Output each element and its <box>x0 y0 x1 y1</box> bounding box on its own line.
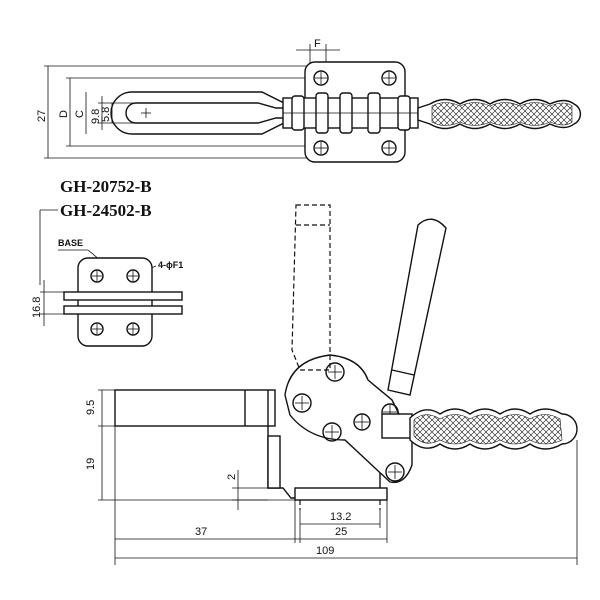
clamp-arm <box>114 389 276 427</box>
mount-hole <box>381 140 397 156</box>
dim-37: 37 <box>195 526 207 538</box>
base-plate-side <box>294 487 388 501</box>
linkage-plate <box>284 354 413 484</box>
dim-16-8: 16.8 <box>31 297 43 318</box>
model-label: GH-20752-B <box>60 177 152 196</box>
base-plate-detail <box>77 257 153 347</box>
side-view: 9.5 19 2 13.2 25 37 109 <box>85 204 578 565</box>
side-view-dimensions: 9.5 19 2 13.2 25 37 109 <box>85 389 578 565</box>
dim-c: C <box>74 110 86 118</box>
dim-2: 2 <box>226 474 238 480</box>
dim-5-8: 5.8 <box>100 107 112 122</box>
dim-9-8: 9.8 <box>90 109 102 124</box>
mount-hole <box>313 70 329 86</box>
dim-f: F <box>314 38 321 50</box>
dim-25: 25 <box>335 526 347 538</box>
dim-19: 19 <box>85 458 97 470</box>
handle-open-position <box>291 204 331 371</box>
hole-label: 4-ϕF1 <box>158 260 183 270</box>
dim-9-5: 9.5 <box>85 400 97 415</box>
dim-d: D <box>58 110 70 118</box>
mount-hole <box>313 140 329 156</box>
dim-109: 109 <box>316 545 334 557</box>
dim-13-2: 13.2 <box>330 511 351 523</box>
model-label: GH-24502-B <box>60 201 152 220</box>
handle-raised <box>387 218 447 396</box>
top-view: 27 D C 9.8 5.8 F <box>36 38 582 163</box>
dim-27: 27 <box>36 110 48 122</box>
base-detail: BASE 4-ϕF1 16.8 <box>31 209 183 347</box>
mount-hole <box>381 70 397 86</box>
slotted-bar <box>110 91 301 135</box>
base-label: BASE <box>58 238 83 248</box>
top-view-dimensions: 27 D C 9.8 5.8 F <box>36 38 340 159</box>
